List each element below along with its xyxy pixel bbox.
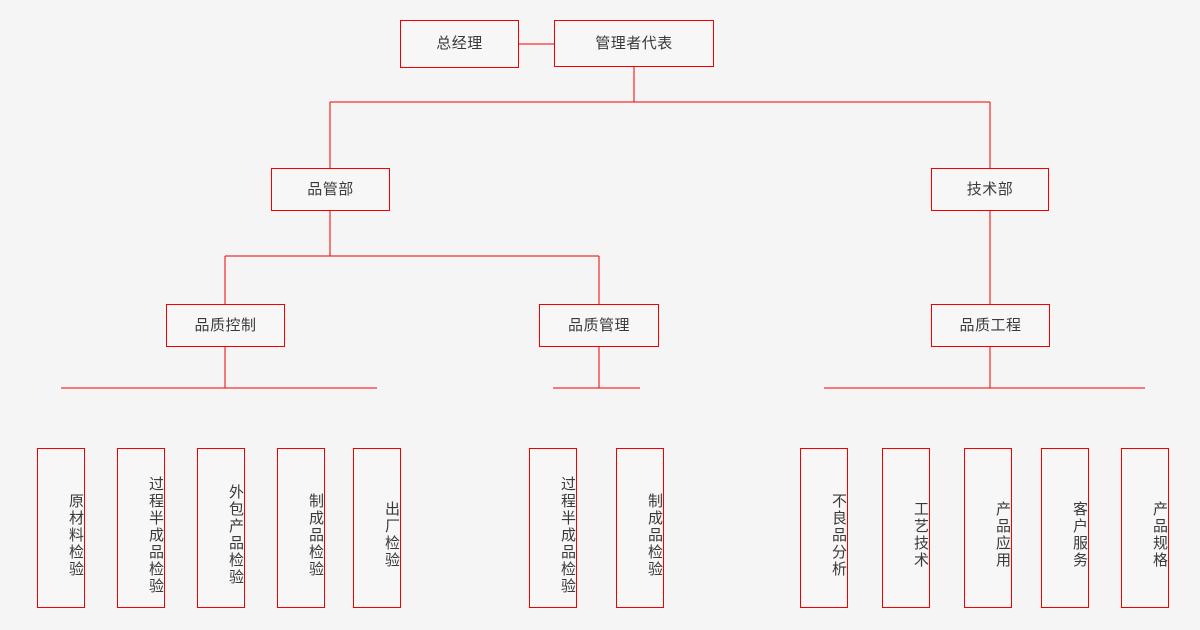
leaf-qc-1-label: 过程半成品检验 bbox=[147, 475, 165, 595]
node-tech-dept-label: 技术部 bbox=[966, 179, 1014, 198]
leaf-qe-1-label: 工艺技术 bbox=[912, 501, 930, 569]
node-quality-dept-label: 品管部 bbox=[307, 179, 354, 198]
node-quality-engineering[interactable]: 品质工程 bbox=[931, 304, 1050, 347]
node-quality-engineering-label: 品质工程 bbox=[959, 315, 1022, 334]
node-general-manager-label: 总经理 bbox=[436, 34, 483, 53]
node-management-rep[interactable]: 管理者代表 bbox=[554, 20, 714, 67]
leaf-qe-2-label: 产品应用 bbox=[994, 501, 1012, 569]
leaf-qc-1[interactable]: 过程半成品检验 bbox=[117, 448, 165, 608]
leaf-qc-3-label: 制成品检验 bbox=[307, 492, 325, 578]
leaf-qc-2[interactable]: 外包产品检验 bbox=[197, 448, 245, 608]
leaf-qm-0[interactable]: 过程半成品检验 bbox=[529, 448, 577, 608]
node-quality-management-label: 品质管理 bbox=[567, 315, 630, 334]
leaf-qe-4-label: 产品规格 bbox=[1151, 501, 1169, 569]
node-management-rep-label: 管理者代表 bbox=[595, 33, 673, 52]
leaf-qe-3-label: 客户服务 bbox=[1071, 501, 1089, 569]
leaf-qc-0[interactable]: 原材料检验 bbox=[37, 448, 85, 608]
leaf-qe-2[interactable]: 产品应用 bbox=[964, 448, 1012, 608]
leaf-qe-3[interactable]: 客户服务 bbox=[1041, 448, 1089, 608]
leaf-qm-1-label: 制成品检验 bbox=[646, 492, 664, 578]
leaf-qm-0-label: 过程半成品检验 bbox=[559, 475, 577, 595]
leaf-qm-1[interactable]: 制成品检验 bbox=[616, 448, 664, 608]
leaf-qc-3[interactable]: 制成品检验 bbox=[277, 448, 325, 608]
leaf-qe-0[interactable]: 不良品分析 bbox=[800, 448, 848, 608]
node-quality-dept[interactable]: 品管部 bbox=[271, 168, 390, 211]
leaf-qc-4-label: 出厂检验 bbox=[383, 501, 401, 569]
leaf-qe-1[interactable]: 工艺技术 bbox=[882, 448, 930, 608]
node-quality-control-label: 品质控制 bbox=[194, 315, 257, 334]
leaf-qc-0-label: 原材料检验 bbox=[67, 492, 85, 578]
leaf-qc-4[interactable]: 出厂检验 bbox=[353, 448, 401, 608]
node-quality-management[interactable]: 品质管理 bbox=[539, 304, 659, 347]
leaf-qc-2-label: 外包产品检验 bbox=[227, 484, 245, 586]
node-tech-dept[interactable]: 技术部 bbox=[931, 168, 1049, 211]
node-general-manager[interactable]: 总经理 bbox=[400, 20, 519, 68]
leaf-qe-0-label: 不良品分析 bbox=[830, 492, 848, 578]
node-quality-control[interactable]: 品质控制 bbox=[166, 304, 285, 347]
leaf-qe-4[interactable]: 产品规格 bbox=[1121, 448, 1169, 608]
